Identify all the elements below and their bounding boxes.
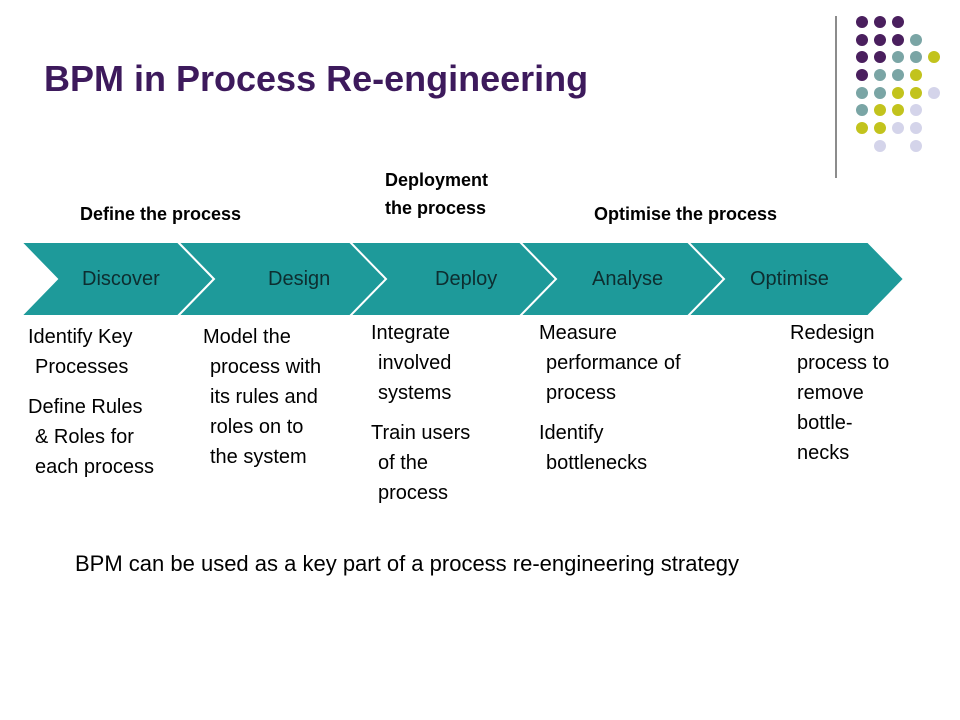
dot bbox=[910, 122, 922, 134]
description-item: Identify bottlenecks bbox=[539, 418, 681, 478]
dot bbox=[874, 34, 886, 46]
dot bbox=[910, 69, 922, 81]
dot bbox=[874, 87, 886, 99]
description-line: process bbox=[546, 382, 617, 404]
description-item: Integrate involved systems bbox=[371, 318, 470, 408]
divider-line bbox=[835, 16, 837, 178]
description-discover: Identify Key Processes Define Rules & Ro… bbox=[28, 322, 154, 482]
dot bbox=[928, 51, 940, 63]
description-deploy: Integrate involved systems Train users o… bbox=[371, 318, 470, 508]
description-line: Define Rules bbox=[28, 396, 143, 418]
dot bbox=[874, 140, 886, 152]
dot bbox=[892, 69, 904, 81]
description-line: necks bbox=[797, 442, 850, 464]
description-line: roles on to bbox=[210, 416, 304, 438]
dot bbox=[856, 16, 868, 28]
description-line: Integrate bbox=[371, 322, 450, 344]
dot bbox=[874, 51, 886, 63]
description-line: Processes bbox=[35, 356, 129, 378]
description-item: Train users of the process bbox=[371, 418, 470, 508]
description-line: bottle- bbox=[797, 412, 853, 434]
footer-caption: BPM can be used as a key part of a proce… bbox=[75, 551, 740, 576]
description-line: process bbox=[378, 482, 449, 504]
stage-label-optimise: Optimise bbox=[750, 268, 829, 290]
description-line: Train users bbox=[371, 422, 471, 444]
description-line: bottlenecks bbox=[546, 452, 648, 474]
slide-title: BPM in Process Re-engineering bbox=[44, 58, 589, 99]
description-line: remove bbox=[797, 382, 864, 404]
dot bbox=[910, 51, 922, 63]
description-item: Model the process with its rules and rol… bbox=[203, 322, 321, 472]
description-optimise: Redesign process to remove bottle- necks bbox=[790, 318, 889, 468]
dot bbox=[856, 51, 868, 63]
description-line: systems bbox=[378, 382, 452, 404]
dot bbox=[874, 122, 886, 134]
stage-label-analyse: Analyse bbox=[592, 268, 664, 290]
description-line: & Roles for bbox=[35, 426, 134, 448]
dot bbox=[892, 34, 904, 46]
description-line: Model the bbox=[203, 326, 291, 348]
dot bbox=[928, 87, 940, 99]
dot bbox=[874, 104, 886, 116]
phase-heading-define: Define the process bbox=[80, 204, 242, 224]
phase-heading-deploy-line2: the process bbox=[385, 198, 487, 218]
process-chevron-strip bbox=[18, 241, 906, 317]
dot bbox=[856, 69, 868, 81]
dot bbox=[910, 34, 922, 46]
description-item: Identify Key Processes bbox=[28, 322, 154, 382]
dot bbox=[910, 104, 922, 116]
chevron-optimise bbox=[685, 241, 906, 317]
dot bbox=[874, 69, 886, 81]
dot bbox=[892, 87, 904, 99]
dot bbox=[856, 87, 868, 99]
dot bbox=[910, 140, 922, 152]
dot bbox=[910, 87, 922, 99]
dot bbox=[892, 16, 904, 28]
description-item: Measure performance of process bbox=[539, 318, 681, 408]
description-line: the system bbox=[210, 446, 307, 468]
description-line: process to bbox=[797, 352, 890, 374]
description-line: its rules and bbox=[210, 386, 318, 408]
description-line: Identify bbox=[539, 422, 604, 444]
description-line: process with bbox=[210, 356, 322, 378]
description-line: Identify Key bbox=[28, 326, 133, 348]
description-item: Redesign process to remove bottle- necks bbox=[790, 318, 889, 468]
description-analyse: Measure performance of process Identify … bbox=[539, 318, 681, 478]
dot bbox=[856, 34, 868, 46]
description-line: performance of bbox=[546, 352, 681, 374]
dot bbox=[874, 16, 886, 28]
phase-heading-deploy-line1: Deployment bbox=[385, 170, 489, 190]
description-line: of the bbox=[378, 452, 429, 474]
description-item: Define Rules & Roles for each process bbox=[28, 392, 154, 482]
dot bbox=[892, 51, 904, 63]
dot bbox=[892, 122, 904, 134]
dot bbox=[856, 104, 868, 116]
stage-label-discover: Discover bbox=[82, 268, 160, 290]
stage-label-deploy: Deploy bbox=[435, 268, 498, 290]
stage-label-design: Design bbox=[268, 268, 331, 290]
phase-heading-deploy: Deployment the process bbox=[385, 166, 488, 222]
description-line: Measure bbox=[539, 322, 617, 344]
description-line: Redesign bbox=[790, 322, 875, 344]
dot bbox=[892, 104, 904, 116]
phase-heading-optimise: Optimise the process bbox=[594, 204, 778, 224]
description-line: each process bbox=[35, 456, 154, 478]
dot bbox=[856, 122, 868, 134]
description-line: involved bbox=[378, 352, 452, 374]
description-design: Model the process with its rules and rol… bbox=[203, 322, 321, 472]
